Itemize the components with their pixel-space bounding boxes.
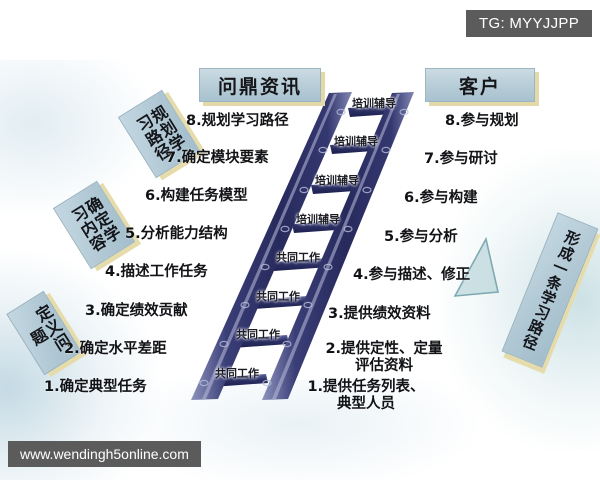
right-step-text: 参与研讨 [439, 151, 498, 167]
left-step-number: 6. [145, 188, 161, 204]
left-step-item: 6.构建任务模型 [145, 188, 248, 205]
stage-label-content: 确定学习内容 [52, 180, 136, 270]
right-step-number: 2. [325, 341, 342, 357]
left-step-text: 确定绩效贡献 [100, 303, 188, 319]
left-step-text: 确定水平差距 [79, 341, 167, 357]
left-step-item: 7.确定模块要素 [166, 150, 269, 167]
stage-label-define: 定义问题 [6, 290, 82, 376]
left-step-text: 规划学习路径 [201, 113, 289, 129]
stage-label-form: 形成一条学习路径 [501, 212, 599, 368]
right-step-text: 参与构建 [419, 190, 478, 206]
right-step-number: 1. [307, 379, 324, 395]
right-step-item: 4.参与描述、修正 [353, 267, 470, 284]
right-step-number: 3. [328, 306, 344, 322]
left-step-number: 1. [44, 379, 60, 395]
left-step-text: 分析能力结构 [140, 226, 228, 242]
left-step-text: 构建任务模型 [160, 188, 248, 204]
stage-label-content-text: 确定学习内容 [66, 193, 124, 256]
rung-label: 培训辅导 [315, 174, 359, 187]
left-step-text: 描述工作任务 [120, 264, 208, 280]
left-step-item: 2.确定水平差距 [64, 341, 167, 358]
left-step-item: 8.规划学习路径 [186, 113, 289, 130]
left-step-number: 7. [166, 150, 182, 166]
left-step-item: 4.描述工作任务 [105, 264, 208, 281]
tg-badge: TG: MYYJJPP [466, 10, 592, 37]
right-step-item: 1.提供任务列表、 典型人员 [286, 379, 446, 413]
header-plaque-right: 客户 [425, 68, 535, 102]
right-step-item: 3.提供绩效资料 [328, 306, 431, 323]
left-step-item: 1.确定典型任务 [44, 379, 147, 396]
right-step-item: 5.参与分析 [384, 229, 458, 246]
right-step-item: 2.提供定性、定量 评估资料 [304, 341, 464, 375]
right-step-text: 参与描述、修正 [368, 267, 471, 283]
right-step-number: 7. [424, 151, 440, 167]
rung-label: 共同工作 [215, 367, 259, 380]
left-step-number: 8. [186, 113, 202, 129]
left-step-number: 4. [105, 264, 121, 280]
header-plaque-left: 问鼎资讯 [199, 68, 321, 102]
left-step-number: 5. [125, 226, 141, 242]
right-step-text: 参与规划 [460, 113, 519, 129]
rung-label: 共同工作 [236, 328, 280, 341]
right-step-text: 提供绩效资料 [343, 306, 431, 322]
right-step-number: 5. [384, 229, 400, 245]
left-step-text: 确定模块要素 [181, 150, 269, 166]
right-step-text: 提供定性、定量 [341, 341, 443, 357]
stage-label-form-text: 形成一条学习路径 [518, 227, 584, 354]
rung-label: 培训辅导 [296, 213, 340, 226]
left-step-item: 5.分析能力结构 [125, 226, 228, 243]
right-step-item: 6.参与构建 [404, 190, 478, 207]
rung-label: 共同工作 [276, 251, 320, 264]
right-step-number: 8. [445, 113, 461, 129]
rung-label: 培训辅导 [352, 97, 396, 110]
right-step-text: 提供任务列表、 [323, 379, 425, 395]
right-step-item: 7.参与研讨 [424, 151, 498, 168]
right-step-number: 4. [353, 267, 369, 283]
left-step-text: 确定典型任务 [59, 379, 147, 395]
right-step-number: 6. [404, 190, 420, 206]
left-step-number: 2. [64, 341, 80, 357]
watermark-url: www.wendingh5online.com [8, 441, 201, 467]
right-step-item: 8.参与规划 [445, 113, 519, 130]
left-step-item: 3.确定绩效贡献 [85, 303, 188, 320]
right-step-text-line2: 评估资料 [355, 358, 413, 375]
right-step-text: 参与分析 [399, 229, 458, 245]
left-step-number: 3. [85, 303, 101, 319]
rung-label: 共同工作 [256, 290, 300, 303]
right-step-text-line2: 典型人员 [337, 396, 395, 413]
rung-label: 培训辅导 [334, 135, 378, 148]
